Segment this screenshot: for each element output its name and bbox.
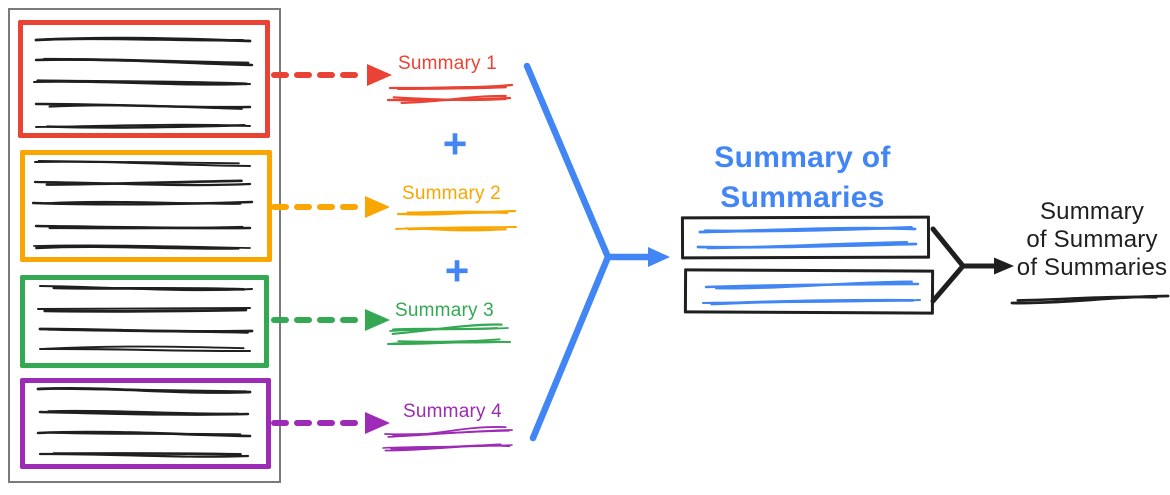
scribble-stroke — [47, 409, 240, 416]
title-line-2: Summaries — [720, 181, 885, 214]
scribble-stroke — [392, 426, 507, 437]
scribble-stroke — [405, 227, 507, 232]
merge-arrow-summaries-to-sos — [523, 62, 670, 442]
scribble-stroke — [36, 79, 248, 86]
document-4-box — [20, 378, 271, 469]
scribble-stroke — [48, 104, 243, 110]
document-1-text — [32, 36, 254, 129]
document-2-text — [31, 159, 254, 250]
document-3-text — [37, 284, 254, 353]
scribble-stroke — [35, 245, 240, 250]
plus-sign-1: + — [442, 120, 468, 167]
document-stack-frame — [8, 8, 281, 483]
arrow-document4-to-summary4 — [271, 412, 390, 434]
document-1-box — [18, 20, 270, 138]
scribble-stroke — [404, 211, 509, 216]
scribble-stroke — [37, 159, 240, 165]
summary-4-scribble — [382, 426, 513, 452]
scribble-stroke — [38, 347, 252, 353]
arrow-document3-to-summary3 — [271, 309, 390, 331]
scribble-stroke — [45, 124, 246, 129]
document-2-box — [20, 150, 272, 262]
scribble-stroke — [45, 179, 243, 186]
scribble-stroke — [400, 94, 507, 104]
summary-1-label: Summary 1 — [398, 53, 497, 74]
summary-2-scribble — [395, 209, 517, 232]
scribble-stroke — [42, 57, 250, 65]
scribble-stroke — [703, 226, 913, 233]
final-summary-label: Summary of Summary of Summaries — [1003, 198, 1170, 282]
sos-box-1-text — [696, 226, 918, 250]
scribble-stroke — [48, 225, 244, 230]
scribble-stroke — [390, 340, 505, 345]
document-3-box — [20, 275, 269, 368]
summary-2-label: Summary 2 — [402, 183, 501, 204]
arrow-document2-to-summary2 — [271, 196, 390, 218]
summary-of-summaries-title: Summary of Summaries — [685, 138, 920, 218]
scribble-stroke — [44, 345, 245, 350]
scribble-lines — [31, 36, 1170, 458]
final-label-line-3: of Summaries — [1016, 254, 1168, 281]
arrow-document1-to-summary1 — [271, 64, 392, 86]
final-underline — [1010, 294, 1170, 305]
scribble-stroke — [45, 200, 242, 205]
plus-sign-2: + — [444, 247, 470, 294]
scribble-stroke — [714, 280, 913, 290]
scribble-stroke — [52, 286, 245, 291]
scribble-stroke — [52, 452, 242, 456]
summary-3-scribble — [387, 323, 511, 346]
scribble-stroke — [39, 387, 248, 393]
summary-3-label: Summary 3 — [395, 300, 494, 321]
scribble-stroke — [710, 298, 915, 306]
scribble-stroke — [48, 431, 242, 436]
scribble-stroke — [1016, 295, 1158, 302]
scribble-stroke — [43, 308, 248, 313]
scribble-stroke — [390, 444, 511, 450]
scribble-stroke — [706, 241, 909, 250]
scribble-stroke — [397, 338, 501, 343]
merge-arrow-sos-to-final — [930, 226, 1014, 304]
final-label-line-2: of Summary — [1026, 226, 1158, 253]
scribble-stroke — [45, 37, 245, 42]
scribble-stroke — [37, 307, 251, 310]
summary-1-scribble — [386, 83, 514, 104]
sos-box-2-text — [701, 280, 922, 306]
summary-4-label: Summary 4 — [403, 401, 502, 422]
scribble-stroke — [46, 328, 249, 334]
document-4-text — [36, 387, 252, 458]
final-label-line-1: Summary — [1039, 198, 1145, 225]
scribble-stroke — [399, 85, 507, 90]
title-line-1: Summary of — [714, 141, 891, 174]
scribble-stroke — [391, 323, 503, 335]
